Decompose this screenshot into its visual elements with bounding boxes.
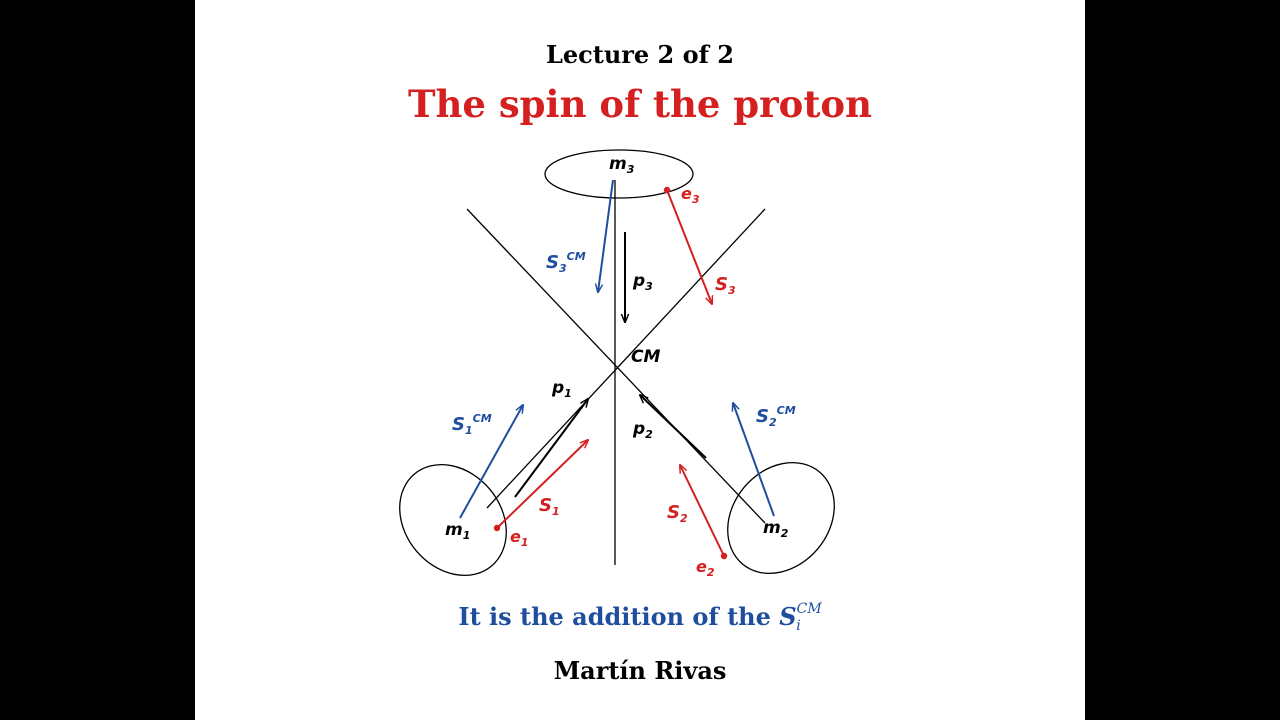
s3-label: S3 [715, 274, 736, 297]
e1-label: e1 [510, 527, 529, 549]
diagonal-line-2 [486, 208, 766, 509]
diagonal-line-1 [466, 208, 766, 524]
cm-label: CM [631, 347, 660, 367]
s2-arrow [680, 465, 725, 557]
mass-3-orbit [544, 149, 694, 199]
s1-arrow [496, 440, 588, 529]
conclusion-text: It is the addition of the [458, 602, 771, 631]
p3-label: p3 [632, 271, 653, 293]
s1cm-label: S1CM [452, 412, 492, 437]
conclusion-symbol-sub: i [796, 618, 801, 634]
s1cm-arrow [459, 405, 523, 519]
conclusion-symbol-sup: CM [796, 601, 822, 617]
m2-label: m2 [763, 518, 789, 540]
s2-label: S2 [667, 502, 688, 525]
mass-1-orbit [399, 463, 507, 577]
s1-label: S1 [539, 495, 560, 518]
proton-spin-diagram: CM m3 m1 m2 e3 e1 e2 p3 p1 p2 S3 S1 S2 S… [399, 149, 835, 579]
e1-point [493, 524, 501, 532]
s2cm-arrow [733, 403, 775, 517]
lecture-label: Lecture 2 of 2 [545, 40, 734, 69]
m1-label: m1 [445, 520, 470, 542]
e3-point [663, 186, 671, 194]
s3cm-arrow [598, 179, 614, 292]
p2-label: p2 [632, 419, 653, 441]
e2-point [720, 552, 728, 560]
mass-2-orbit [727, 461, 835, 575]
e3-label: e3 [681, 184, 700, 206]
e2-label: e2 [696, 557, 715, 579]
s3cm-label: S3CM [546, 250, 586, 275]
p1-arrow [514, 399, 588, 498]
s3-arrow [666, 189, 712, 304]
m3-label: m3 [609, 154, 635, 176]
author-name: Martín Rivas [553, 656, 727, 685]
p2-arrow [640, 395, 707, 459]
slide: Lecture 2 of 2 The spin of the proton [195, 0, 1085, 720]
s2cm-label: S2CM [756, 404, 796, 429]
p1-label: p1 [551, 378, 572, 400]
slide-title: The spin of the proton [408, 82, 872, 126]
